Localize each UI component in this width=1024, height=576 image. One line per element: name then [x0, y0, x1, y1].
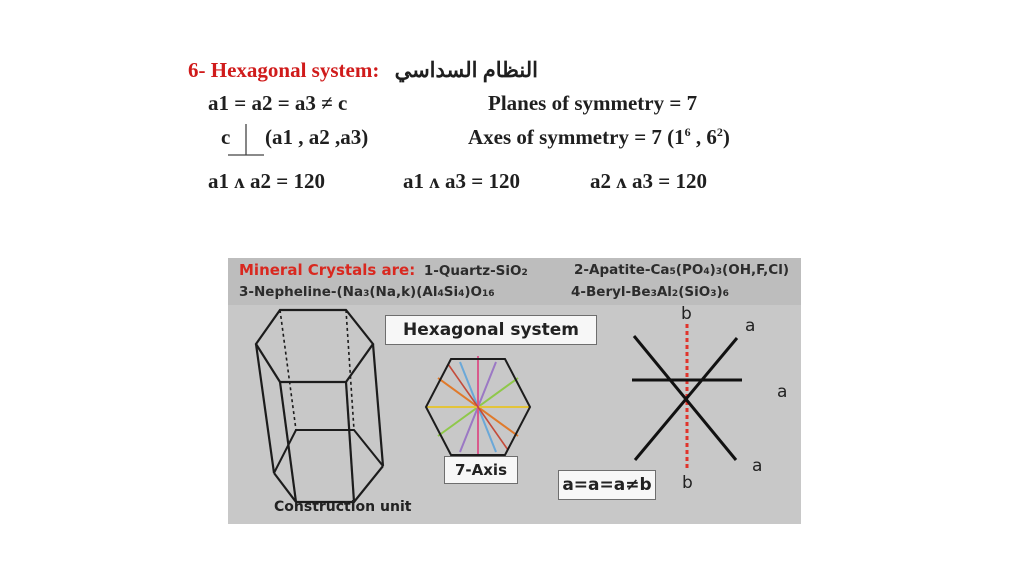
- minerals-label: Mineral Crystals are:: [239, 261, 416, 279]
- t: 4-Beryl-Be: [571, 284, 651, 300]
- section-heading: 6- Hexagonal system: النظام السداسي: [188, 58, 538, 83]
- construction-unit-label: Construction unit: [274, 499, 412, 515]
- hexagonal-figure: Mineral Crystals are: 1-Quartz-SiO2 2-Ap…: [228, 258, 801, 524]
- axes-mid: , 6: [690, 125, 717, 149]
- axes-sup-2: 2: [716, 125, 723, 139]
- sub: 6: [722, 289, 729, 299]
- sub: 3: [715, 267, 723, 277]
- mineral-quartz: 1-Quartz-SiO: [423, 263, 522, 279]
- t: Al: [656, 284, 672, 300]
- t: Si: [443, 284, 459, 300]
- mineral-nepheline: 3-Nepheline-(Na3(Na,k)(Al4Si4)O16: [239, 284, 495, 300]
- axis-label-b-bottom: b: [682, 473, 693, 493]
- axes-of-symmetry: Axes of symmetry = 7 (16 , 62): [468, 125, 730, 150]
- t: (PO: [675, 262, 704, 278]
- arabic-title: النظام السداسي: [394, 58, 538, 82]
- axis-relation-box: a=a=a≠b: [558, 470, 656, 500]
- sub: 3: [710, 289, 717, 299]
- sub: 4: [458, 289, 465, 299]
- seven-axis-box: 7-Axis: [444, 456, 518, 484]
- t: 2-Apatite-Ca: [574, 262, 670, 278]
- axis-label-a-right: a: [777, 382, 788, 402]
- sub: 5: [669, 267, 676, 277]
- angle-a1-a2: a1 ʌ a2 = 120: [208, 169, 325, 193]
- axes-text: Axes of symmetry = 7 (1: [468, 125, 685, 149]
- seven-axis-hexagon: [424, 356, 532, 458]
- perpendicular-axes: (a1 , a2 ,a3): [265, 125, 369, 149]
- sub: 2: [521, 268, 528, 278]
- section-title: 6- Hexagonal system:: [188, 58, 380, 82]
- t: (OH,F,Cl): [722, 262, 790, 278]
- figure-drawings: [254, 308, 742, 504]
- planes-of-symmetry: Planes of symmetry = 7: [488, 91, 698, 115]
- axis-label-b-top: b: [681, 304, 692, 324]
- angle-a2-a3: a2 ʌ a3 = 120: [590, 169, 707, 193]
- c-label: c: [221, 125, 231, 149]
- sub: 2: [671, 289, 679, 299]
- t: (SiO: [678, 284, 711, 300]
- sub: 16: [482, 289, 495, 299]
- axes-suffix: ): [722, 125, 730, 149]
- t: ): [709, 262, 716, 278]
- mineral-line-1: Mineral Crystals are: 1-Quartz-SiO2: [239, 261, 528, 279]
- sub: 4: [703, 267, 710, 277]
- sub: 4: [437, 289, 444, 299]
- axis-label-a-bottom: a: [752, 456, 763, 476]
- mineral-list-header: Mineral Crystals are: 1-Quartz-SiO2 2-Ap…: [228, 258, 801, 305]
- sub: 3: [363, 289, 370, 299]
- perpendicular-symbol: [228, 124, 264, 156]
- hexagonal-system-box: Hexagonal system: [385, 315, 597, 345]
- angle-a1-a3: a1 ʌ a3 = 120: [403, 169, 520, 193]
- hexagonal-prism: [254, 308, 385, 504]
- mineral-beryl: 4-Beryl-Be3Al2(SiO3)6: [571, 284, 729, 300]
- axis-label-a-top: a: [745, 316, 756, 336]
- mineral-apatite: 2-Apatite-Ca5(PO4)3(OH,F,Cl): [574, 262, 789, 278]
- axes-star: [632, 324, 742, 470]
- t: 3-Nepheline-(Na: [239, 284, 364, 300]
- axes-sup-1: 6: [684, 125, 691, 139]
- axes-relation: a1 = a2 = a3 ≠ c: [208, 91, 348, 115]
- sub: 3: [650, 289, 657, 299]
- t: (Na,k)(Al: [369, 284, 438, 300]
- t: )O: [464, 284, 483, 300]
- t: ): [716, 284, 723, 300]
